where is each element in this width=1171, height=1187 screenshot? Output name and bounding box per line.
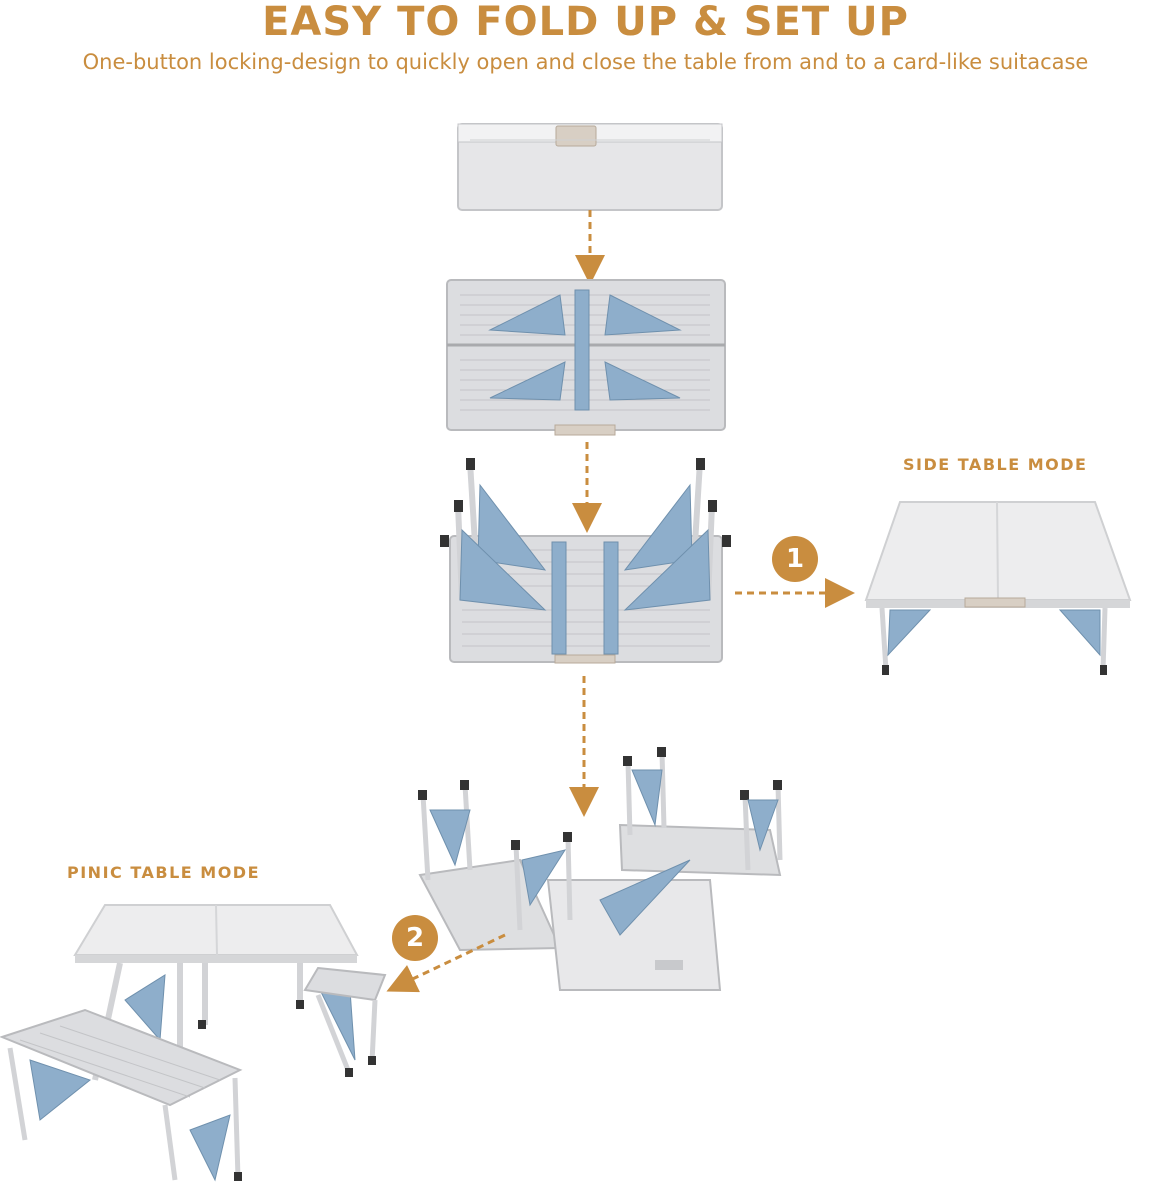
picnic-table-image (0, 904, 387, 1182)
side-table-mode-label: SIDE TABLE MODE (903, 455, 1088, 474)
picnic-table-mode-label: PINIC TABLE MODE (67, 863, 261, 882)
step-number-1: 1 (785, 544, 805, 574)
unfolding-seats-image (418, 747, 783, 991)
step-badge-1 (772, 536, 818, 582)
opened-case-image (446, 279, 726, 436)
step-badge-2 (392, 915, 438, 961)
page-subtitle: One-button locking-design to quickly ope… (82, 50, 1089, 74)
page-title: EASY TO FOLD UP & SET UP (262, 0, 909, 45)
folded-suitcase-image (457, 123, 723, 211)
arrow-left-2 (386, 933, 506, 993)
side-table-image (864, 501, 1132, 675)
legs-raised-image (440, 458, 731, 664)
step-number-2: 2 (405, 923, 425, 953)
